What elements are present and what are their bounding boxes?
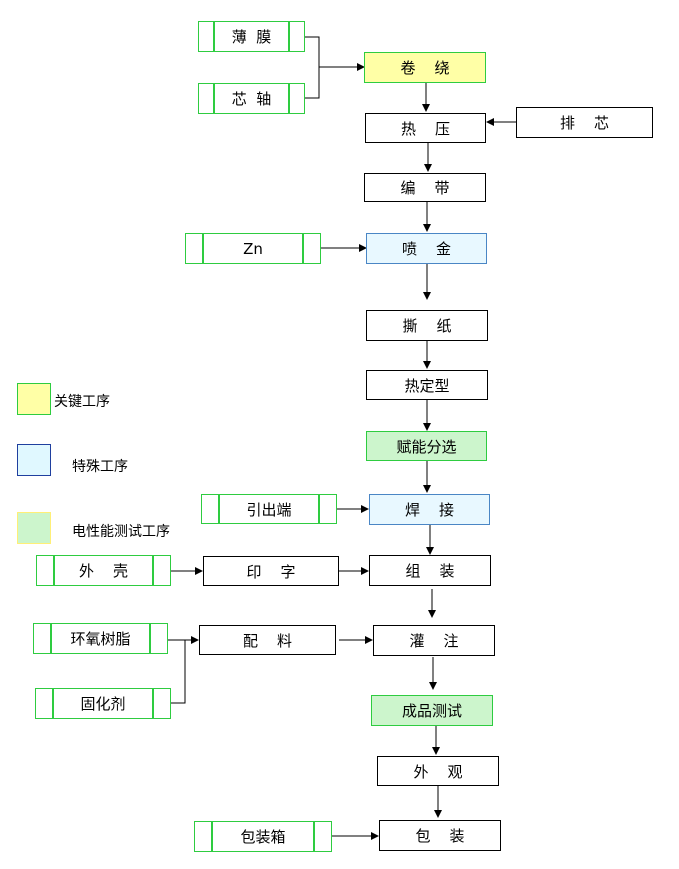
process-core-arrange-label: 排 芯 [559, 114, 610, 132]
input-epoxy-label: 环氧树脂 [70, 630, 131, 648]
process-hot-press: 热 压 [365, 113, 486, 143]
box-tab-right [288, 83, 290, 114]
process-hot-press-label: 热 压 [400, 119, 451, 138]
input-zn-label: Zn [243, 239, 263, 258]
box-tab-right [149, 623, 151, 654]
input-core-shaft-label: 芯 轴 [231, 90, 272, 108]
legend-elec-label: 电性能测试工序 [72, 524, 170, 540]
box-tab-left [53, 555, 55, 586]
input-zn: Zn [185, 233, 321, 264]
box-tab-left [202, 233, 204, 264]
process-taping-label: 编 带 [400, 179, 450, 197]
process-appearance-label: 外 观 [413, 762, 463, 781]
process-printing: 印 字 [203, 556, 339, 586]
process-winding-label: 卷 绕 [400, 59, 450, 77]
input-film: 薄 膜 [198, 21, 305, 52]
process-winding: 卷 绕 [364, 52, 486, 83]
input-lead-terminal: 引出端 [201, 494, 337, 524]
box-tab-left [213, 83, 215, 114]
input-shell-label: 外 壳 [78, 562, 129, 580]
box-tab-right [152, 555, 154, 586]
box-tab-left [213, 21, 215, 52]
process-printing-label: 印 字 [246, 562, 296, 581]
process-tear-paper: 撕 纸 [366, 310, 488, 341]
process-taping: 编 带 [364, 173, 486, 202]
input-curing-agent-label: 固化剂 [80, 695, 126, 713]
input-lead-terminal-label: 引出端 [246, 500, 292, 519]
input-film-label: 薄 膜 [231, 28, 272, 46]
legend-special-label: 特殊工序 [72, 459, 128, 475]
process-spraying: 喷 金 [366, 233, 487, 264]
process-packaging-label: 包 装 [415, 827, 465, 845]
process-mixing: 配 料 [199, 625, 336, 655]
process-final-test: 成品测试 [371, 695, 493, 726]
box-tab-left [50, 623, 52, 654]
box-tab-right [302, 233, 304, 264]
process-potting-label: 灌 注 [409, 632, 459, 650]
process-appearance: 外 观 [377, 756, 499, 786]
process-spraying-label: 喷 金 [401, 240, 452, 258]
process-mixing-label: 配 料 [242, 631, 293, 650]
process-grading: 赋能分选 [366, 431, 487, 461]
input-shell: 外 壳 [36, 555, 171, 586]
process-grading-label: 赋能分选 [396, 437, 457, 456]
process-tear-paper-label: 撕 纸 [402, 317, 452, 335]
input-packing-box-label: 包装箱 [240, 828, 286, 846]
process-packaging: 包 装 [379, 820, 501, 851]
input-curing-agent: 固化剂 [35, 688, 171, 719]
process-assembly: 组 装 [369, 555, 491, 586]
legend-key-swatch [17, 383, 51, 415]
box-tab-left [52, 688, 54, 719]
process-welding: 焊 接 [369, 494, 490, 525]
process-potting: 灌 注 [373, 625, 495, 656]
process-assembly-label: 组 装 [405, 562, 455, 580]
process-final-test-label: 成品测试 [401, 702, 462, 720]
legend-key-label: 关键工序 [54, 394, 110, 410]
input-core-shaft: 芯 轴 [198, 83, 305, 114]
input-packing-box: 包装箱 [194, 821, 332, 852]
legend-special-swatch [17, 444, 51, 476]
box-tab-left [211, 821, 213, 852]
box-tab-right [318, 494, 320, 524]
process-heat-setting: 热定型 [366, 370, 488, 400]
process-heat-setting-label: 热定型 [404, 376, 450, 395]
box-tab-left [218, 494, 220, 524]
box-tab-right [152, 688, 154, 719]
input-epoxy: 环氧树脂 [33, 623, 168, 654]
box-tab-right [313, 821, 315, 852]
legend-elec-swatch [17, 512, 51, 544]
box-tab-right [288, 21, 290, 52]
process-welding-label: 焊 接 [404, 501, 455, 519]
process-core-arrange: 排 芯 [516, 107, 653, 138]
